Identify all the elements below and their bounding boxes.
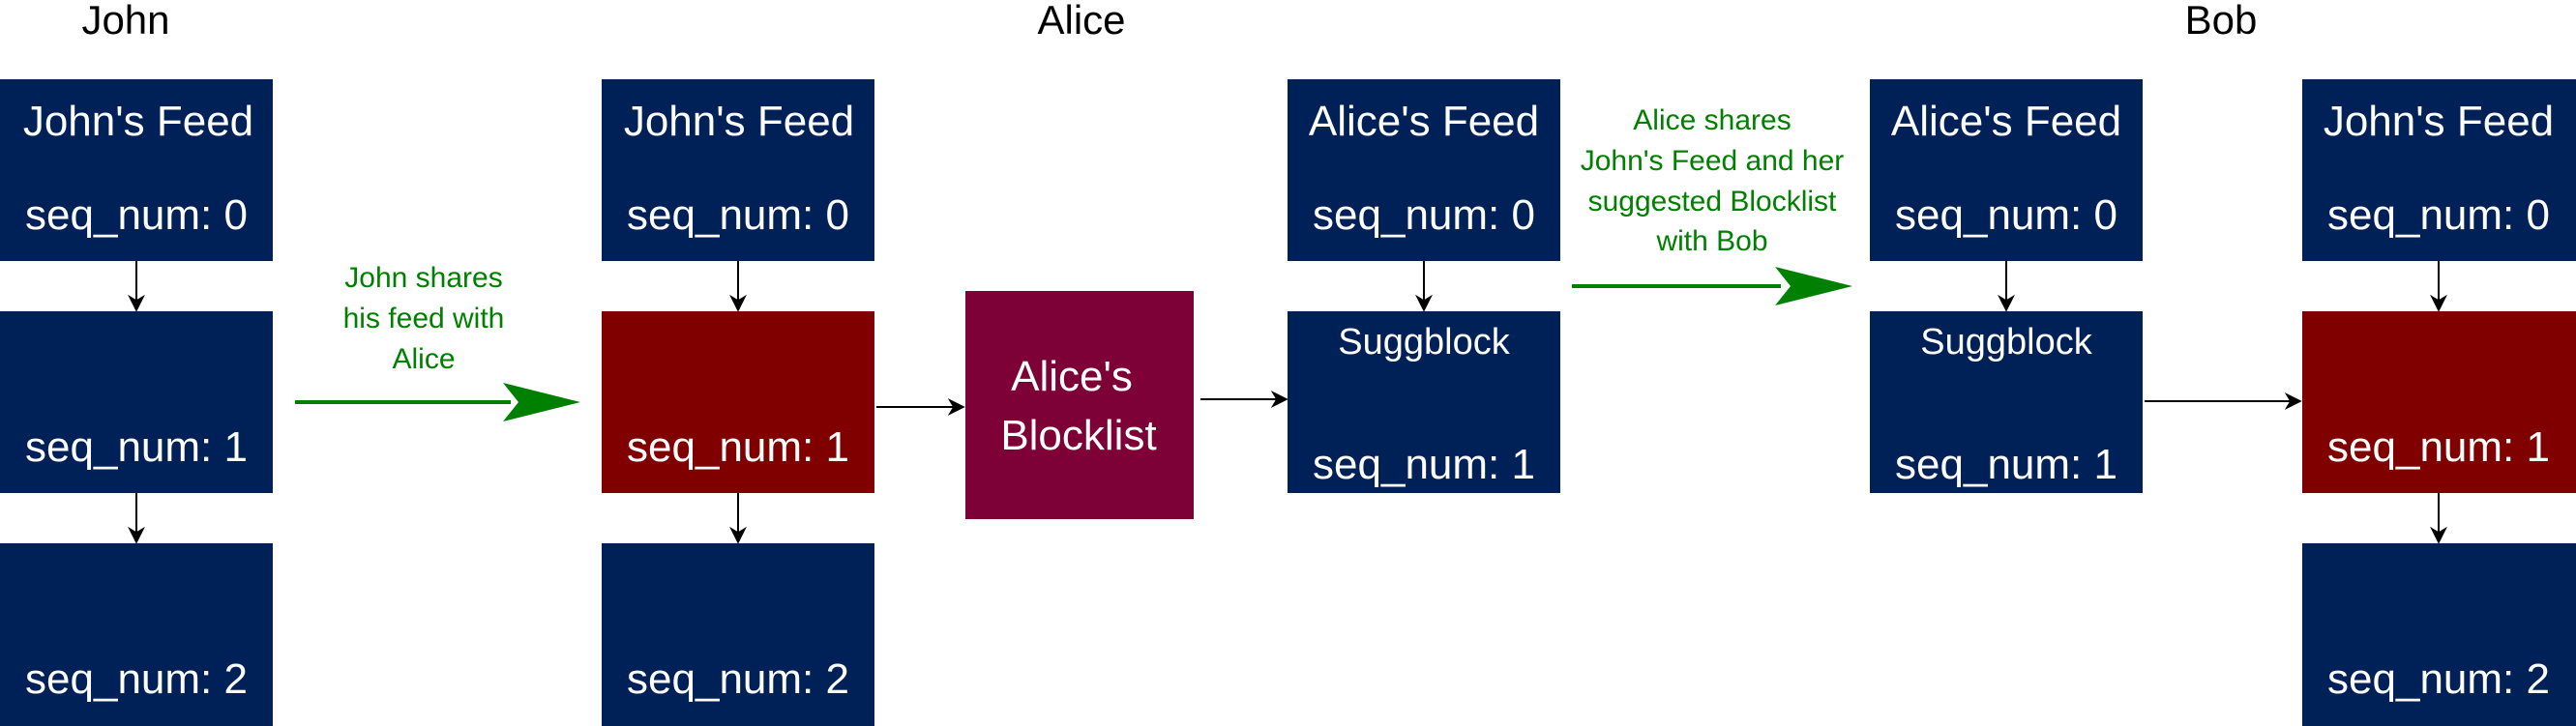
alice-share-label-line-2: John's Feed and her [1581,145,1845,177]
john-feed-block-0-label: seq_num: 0 [25,191,248,239]
john-to-alice-share: John shares his feed with Alice [295,262,580,421]
bob-john-block-2-label: seq_num: 2 [2327,655,2550,703]
alice-blocklist-box [965,291,1194,519]
john-feed-block-1 [0,311,273,493]
bob-john-block-0-label: seq_num: 0 [2327,191,2550,239]
alice-feed-block-0 [1288,79,1560,261]
john-feed-block-2 [0,543,273,726]
alice-title: Alice [1037,0,1125,43]
alice-share-arrow-head [1775,267,1852,305]
bob-john-block-0 [2302,79,2576,261]
alice-copied-block-0-label: seq_num: 0 [627,191,849,239]
alice-feed-block-0-label: seq_num: 0 [1313,191,1535,239]
bob-john-block-1-blocked [2302,311,2576,493]
alice-copied-block-2-label: seq_num: 2 [627,655,849,703]
alice-feed-block-1-header: Suggblock [1338,322,1510,363]
john-feed-block-0-header: John's Feed [23,98,253,145]
bob-alice-block-0 [1870,79,2143,261]
alice-own-feed: Alice's Feed seq_num: 0 Suggblock seq_nu… [1288,79,1560,493]
bob-alice-block-0-header: Alice's Feed [1891,98,2121,145]
john-feed: John's Feed seq_num: 0 seq_num: 1 seq_nu… [0,79,273,726]
john-title: John [81,0,169,43]
john-feed-block-1-label: seq_num: 1 [25,423,248,471]
john-share-arrow-head [503,383,580,421]
bob-alice-block-1-header: Suggblock [1920,322,2092,363]
bob-alice-block-1-label: seq_num: 1 [1895,441,2117,488]
bob-alice-block-1-suggblock [1870,311,2143,493]
alice-share-label-line-4: with Bob [1655,225,1767,257]
alice-copied-block-0-header: John's Feed [624,98,854,145]
john-share-label-line-2: his feed with [343,303,505,334]
alice-copied-block-2 [602,543,874,726]
bob-alice-block-0-label: seq_num: 0 [1895,191,2117,239]
john-share-label-line-3: Alice [392,343,455,375]
alice-share-label-line-1: Alice shares [1633,104,1791,136]
alice-copied-block-1-label: seq_num: 1 [627,423,849,471]
alice-blocklist-line-2: Blocklist [1000,412,1156,459]
alice-feed-block-0-header: Alice's Feed [1309,98,1539,145]
alice-feed-block-1-suggblock [1288,311,1560,493]
bob-john-block-0-header: John's Feed [2324,98,2554,145]
bob-alice-feed: Alice's Feed seq_num: 0 Suggblock seq_nu… [1870,79,2143,493]
alice-share-label-line-3: suggested Blocklist [1588,186,1837,218]
john-share-label-line-1: John shares [344,262,502,294]
bob-john-block-2 [2302,543,2576,726]
john-feed-block-2-label: seq_num: 2 [25,655,248,703]
bob-title: Bob [2185,0,2258,43]
john-feed-block-0 [0,79,273,261]
alice-feed-block-1-label: seq_num: 1 [1313,441,1535,488]
alice-blocklist-line-1: Alice's [1011,353,1133,400]
alice-copied-feed: John's Feed seq_num: 0 seq_num: 1 seq_nu… [602,79,874,726]
alice-copied-block-0 [602,79,874,261]
alice-to-bob-share: Alice shares John's Feed and her suggest… [1572,104,1852,305]
alice-copied-block-1-blocked [602,311,874,493]
bob-john-feed: John's Feed seq_num: 0 seq_num: 1 seq_nu… [2302,79,2576,726]
bob-john-block-1-label: seq_num: 1 [2327,423,2550,471]
alice-blocklist: Alice's Blocklist [965,291,1194,519]
